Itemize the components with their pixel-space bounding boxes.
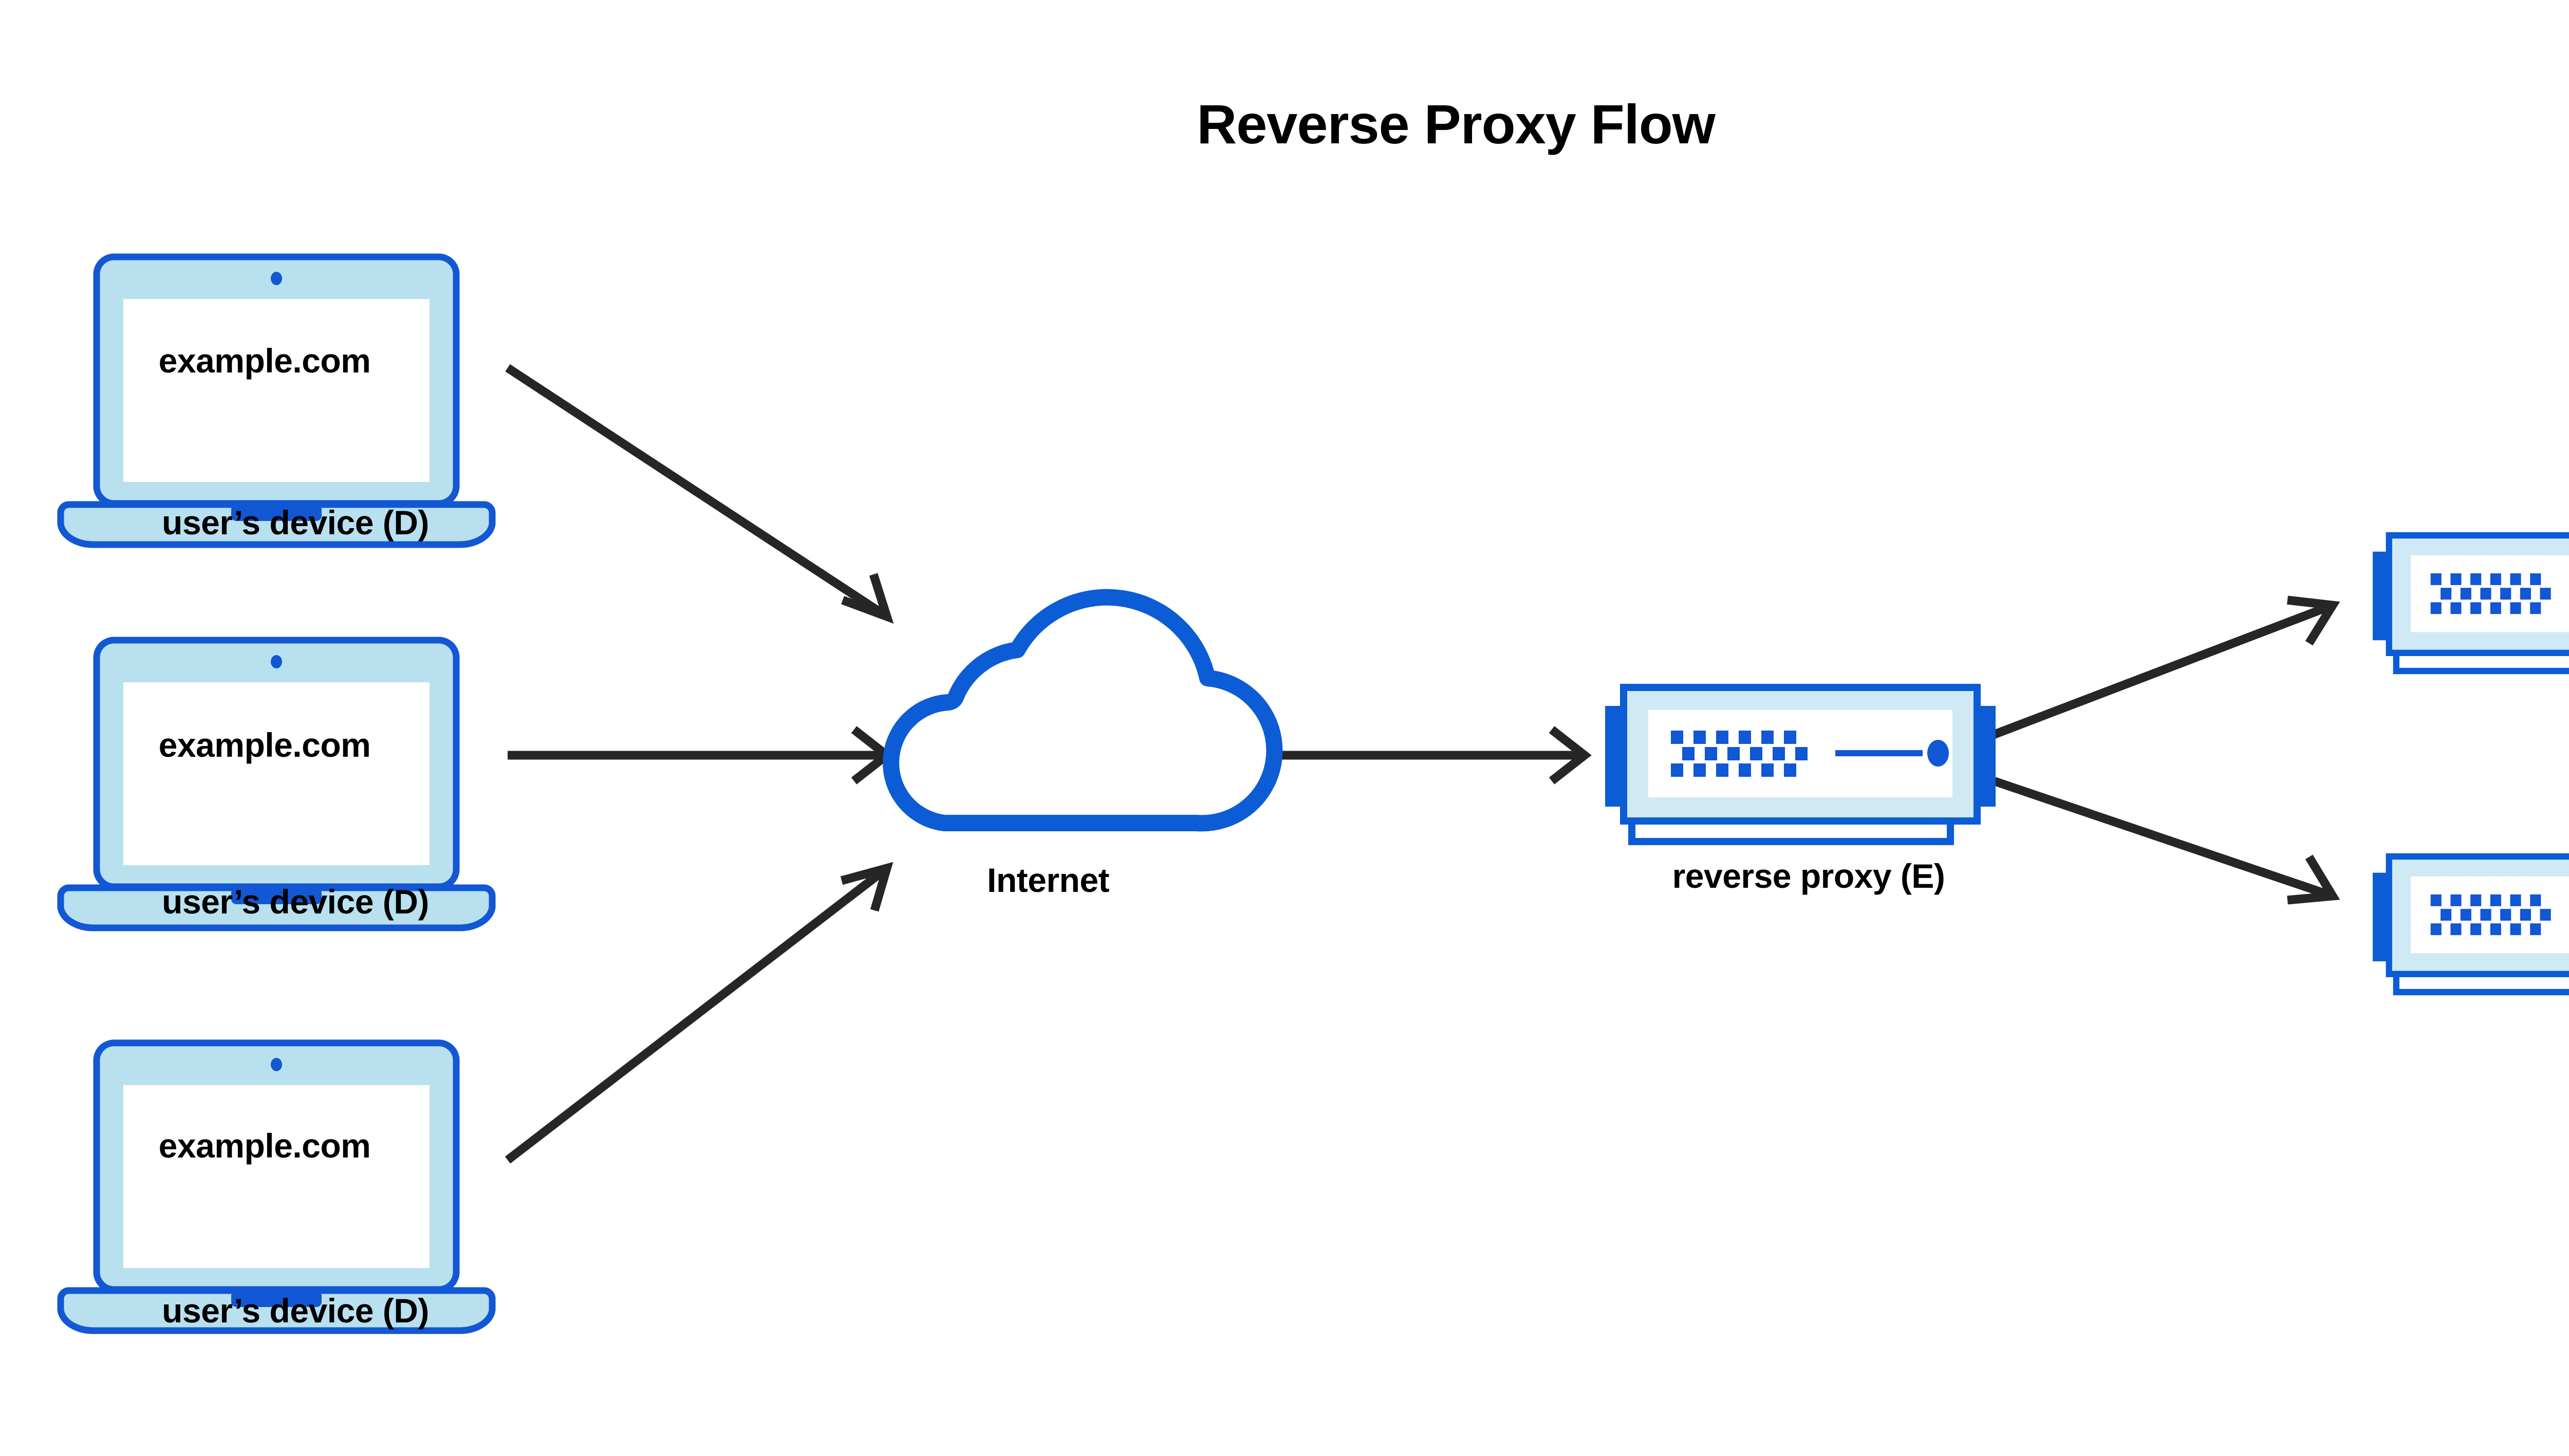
server-icon	[1605, 687, 1996, 842]
laptop-icon	[61, 1043, 492, 1331]
edge-device1-internet	[505, 364, 894, 624]
node-label-device-3: user’s device (D)	[162, 1292, 429, 1330]
edge-device2-internet	[508, 726, 894, 785]
node-label-internet: Internet	[986, 861, 1110, 899]
edge-proxy-origin1	[1991, 595, 2340, 739]
device-screen-text: example.com	[158, 726, 371, 764]
node-label-device-2: user’s device (D)	[162, 883, 429, 921]
server-icon	[2373, 856, 2569, 992]
cloud-icon	[883, 589, 1283, 832]
device-screen-text: example.com	[158, 342, 371, 380]
node-label-device-1: user’s device (D)	[162, 503, 429, 542]
page-title: Reverse Proxy Flow	[1197, 93, 1715, 155]
node-label-origin-1: origin server (F)	[2271, 678, 2569, 712]
edge-proxy-origin2	[1992, 776, 2340, 905]
node-label-origin-2: origin server (F)	[2271, 997, 2569, 1031]
node-label-reverse-proxy: reverse proxy (E)	[1672, 857, 1945, 895]
device-screen-text: example.com	[158, 1127, 371, 1165]
edge-device3-internet	[505, 862, 893, 1164]
laptop-icon	[61, 257, 492, 545]
server-icon	[2373, 535, 2569, 671]
